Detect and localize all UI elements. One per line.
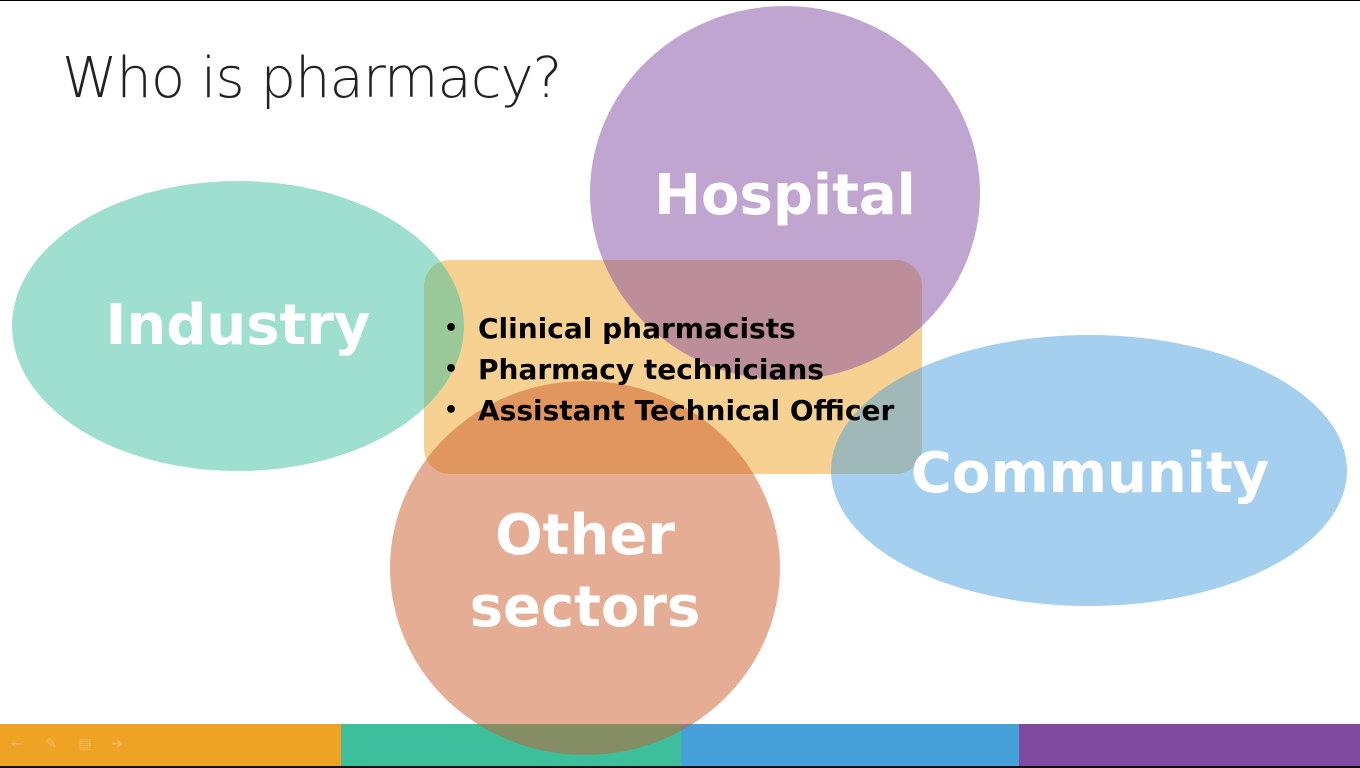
back-arrow-icon[interactable]: ← <box>11 736 23 752</box>
role-list: Clinical pharmacists Pharmacy technician… <box>444 308 894 431</box>
footer-bar-orange <box>0 724 341 766</box>
other-sectors-label: Other sectors <box>385 500 785 644</box>
other-sectors-circle <box>390 381 780 755</box>
list-item: Clinical pharmacists <box>444 308 894 349</box>
footer-bar-purple <box>1019 724 1360 766</box>
pen-icon[interactable]: ✎ <box>45 736 57 752</box>
slides-menu-icon[interactable]: ▤ <box>78 736 92 752</box>
list-item: Assistant Technical Officer <box>444 390 894 431</box>
community-label: Community <box>910 441 1270 506</box>
footer-bar-blue <box>681 724 1019 766</box>
bottom-border <box>0 766 1360 768</box>
other-label-line2: sectors <box>469 575 701 640</box>
forward-arrow-icon[interactable]: ➜ <box>111 736 123 752</box>
industry-ellipse <box>12 181 464 471</box>
community-ellipse <box>831 335 1347 606</box>
slide-title: Who is pharmacy? <box>62 46 562 111</box>
hospital-label: Hospital <box>654 163 916 228</box>
top-border <box>0 0 1360 1</box>
list-item: Pharmacy technicians <box>444 349 894 390</box>
industry-label: Industry <box>105 293 371 358</box>
other-label-line1: Other <box>495 503 675 568</box>
